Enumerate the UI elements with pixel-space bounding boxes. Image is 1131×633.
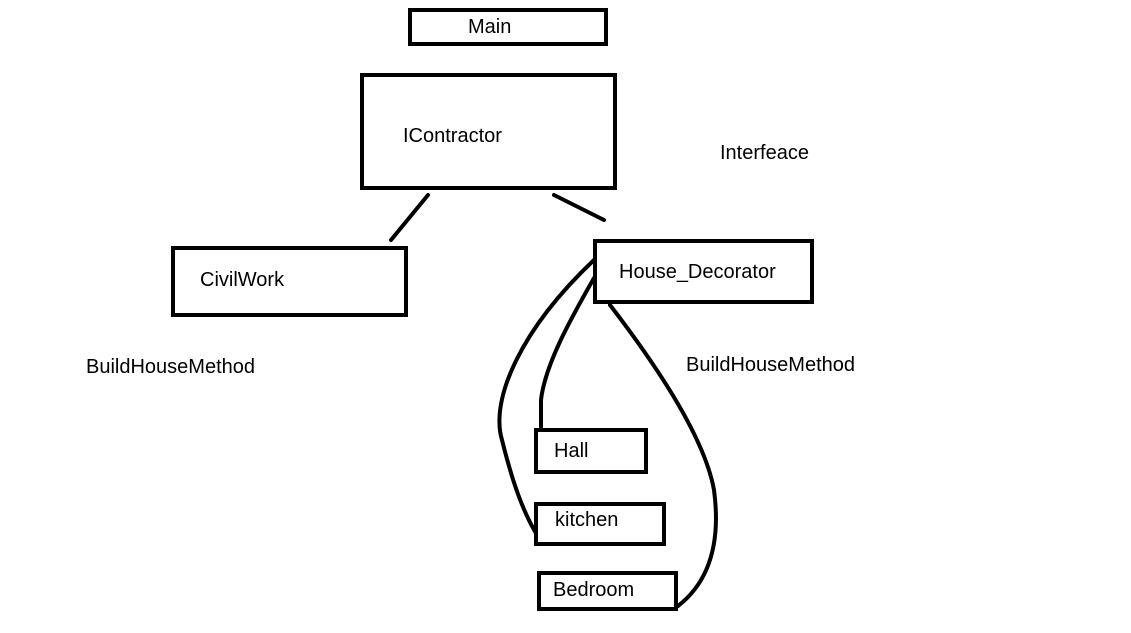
icontractor-node bbox=[360, 73, 617, 190]
connector-icontractor-civilwork bbox=[389, 193, 430, 242]
hall-node-label: Hall bbox=[554, 440, 589, 462]
house-decorator-node bbox=[593, 239, 814, 304]
left-method-annotation: BuildHouseMethod bbox=[86, 356, 255, 378]
connector-icontractor-house-decorator bbox=[552, 193, 606, 222]
connector-house-decorator-kitchen bbox=[497, 258, 596, 537]
kitchen-node-label: kitchen bbox=[555, 509, 619, 531]
bedroom-node-label: Bedroom bbox=[553, 579, 635, 601]
connector-house-decorator-bedroom bbox=[608, 303, 718, 608]
icontractor-node-label: IContractor bbox=[403, 125, 502, 147]
civilwork-node-label: CivilWork bbox=[200, 269, 285, 291]
kitchen-node bbox=[534, 502, 666, 546]
main-node bbox=[408, 8, 608, 46]
hall-node bbox=[534, 428, 648, 474]
house-decorator-node-label: House_Decorator bbox=[619, 261, 776, 283]
main-node-label: Main bbox=[468, 16, 512, 38]
right-method-annotation: BuildHouseMethod bbox=[686, 354, 855, 376]
interface-annotation: Interfeace bbox=[720, 142, 809, 164]
connector-house-decorator-hall bbox=[539, 276, 596, 429]
bedroom-node bbox=[537, 571, 678, 611]
civilwork-node bbox=[171, 246, 408, 317]
